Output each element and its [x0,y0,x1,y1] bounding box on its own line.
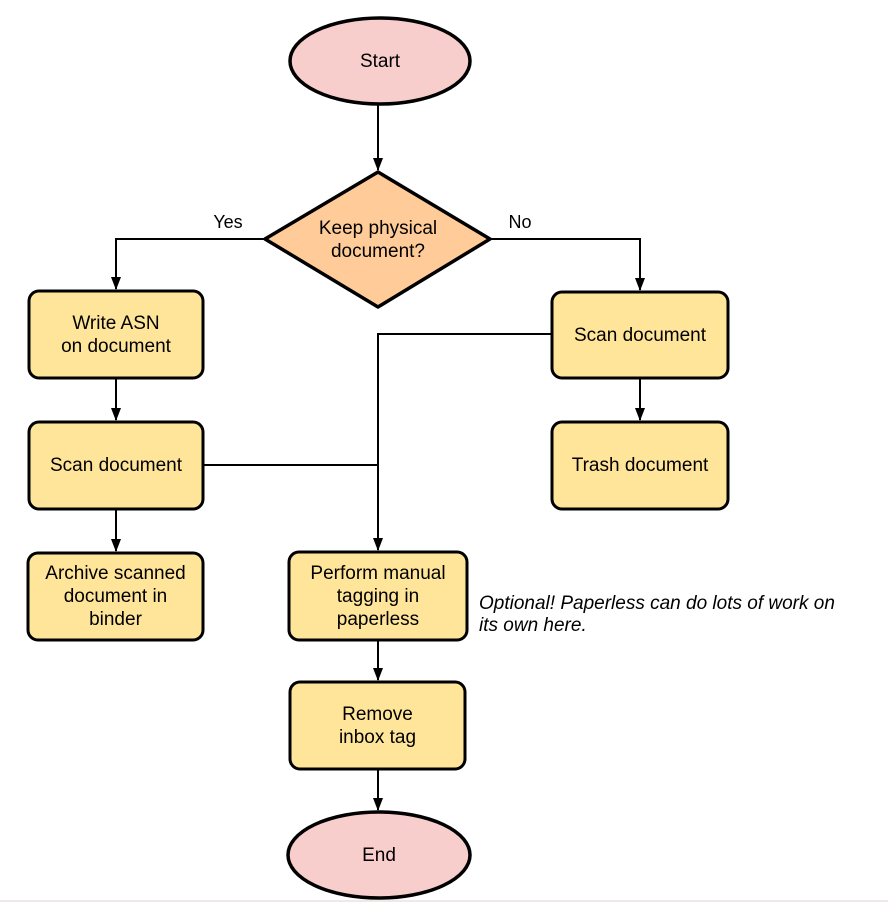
bottom-divider [0,900,888,902]
node-trash-label: Trash document [571,455,709,476]
edge-scan-right-to-tagging [373,333,552,551]
node-archive-label: Archive scanned document in binder [45,563,186,630]
node-decision-shape [263,170,492,309]
node-tagging-label: Perform manual tagging in paperless [310,562,446,630]
node-trash-shape [550,420,730,511]
node-end-shape [286,810,472,900]
edge-decision-yes-to-write-asn [111,238,265,290]
node-scan-right-shape [550,290,730,380]
annotation-note: Optional! Paperless can do lots of work … [479,593,835,636]
edge-label-yes: Yes [213,212,243,232]
node-decision-label: Keep physical document? [318,217,438,262]
node-end-label: End [362,844,396,866]
node-tagging-shape [287,550,469,642]
edge-label-no: No [508,212,532,232]
node-start-label: Start [359,51,401,72]
node-scan-left-shape [27,420,205,511]
edge-decision-no-to-scan-right [490,238,645,291]
node-start-shape [288,16,472,106]
node-write-asn-shape [27,289,205,380]
node-remove-inbox-shape [288,680,467,771]
node-scan-right-label: Scan document [573,324,707,346]
node-scan-left-label: Scan document [49,455,183,476]
node-archive-shape [26,551,205,642]
node-write-asn-label: Write ASN on document [61,312,171,357]
node-remove-inbox-label: Remove inbox tag [338,703,417,748]
